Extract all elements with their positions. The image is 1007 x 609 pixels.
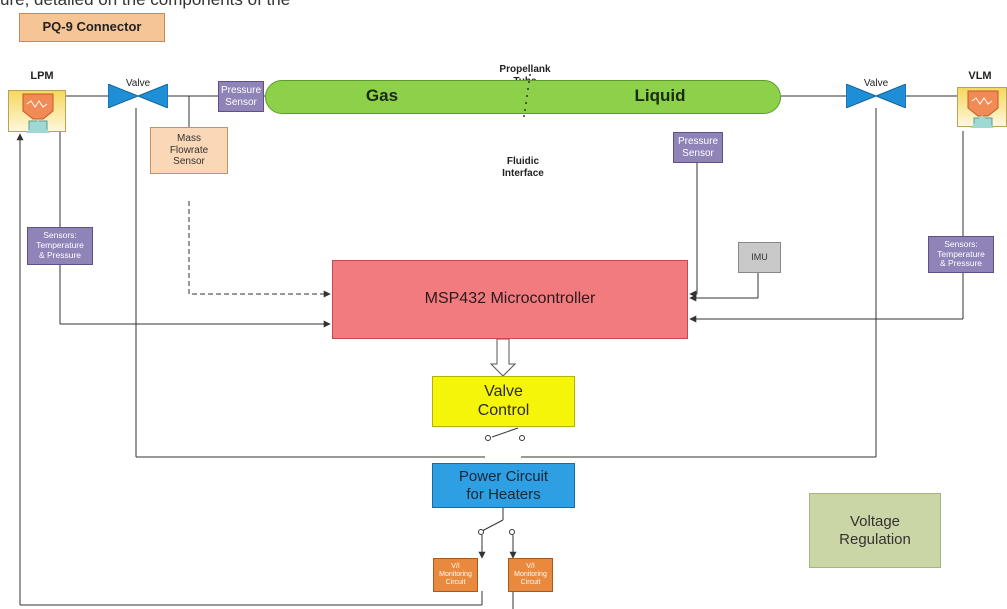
pressure-sensor-left-line1: Pressure <box>220 85 261 96</box>
lpm-title: LPM <box>30 70 54 82</box>
monitor-right-line1: V/I <box>526 562 535 570</box>
power-circuit-line2: for Heaters <box>466 485 541 503</box>
right-valve-icon <box>846 84 906 108</box>
vlm-title: VLM <box>968 70 992 82</box>
vlm-module <box>957 87 1007 128</box>
propellant-tube <box>265 80 781 114</box>
page-top-text: ure, detailed on the components of the <box>0 0 440 10</box>
voltage-regulation: Voltage Regulation <box>809 493 941 568</box>
monitor-left-line2: Monitoring <box>439 570 472 578</box>
vlm-nozzle <box>970 115 994 128</box>
mass-flowrate-sensor: Mass Flowrate Sensor <box>150 127 228 174</box>
sensors-left: Sensors: Temperature & Pressure <box>27 227 93 265</box>
sensors-left-line1: Sensors: <box>43 230 77 241</box>
tube-title-line1: Propellank <box>499 64 551 75</box>
lpm-module <box>8 90 66 132</box>
sensors-right: Sensors: Temperature & Pressure <box>928 236 994 273</box>
power-circuit-line1: Power Circuit <box>458 468 549 486</box>
left-valve-label: Valve <box>125 78 151 89</box>
sensors-left-line2: Temperature <box>36 240 84 251</box>
lpm-nozzle <box>26 120 50 133</box>
monitor-left-line3: Circuit <box>445 579 466 587</box>
imu-box: IMU <box>738 242 781 273</box>
voltage-regulation-line1: Voltage <box>849 513 901 531</box>
pressure-sensor-left: Pressure Sensor <box>218 81 264 112</box>
monitoring-circuit-right: V/I Monitoring Circuit <box>508 558 553 592</box>
monitor-left-line1: V/I <box>451 562 460 570</box>
pressure-sensor-right: Pressure Sensor <box>673 132 723 163</box>
mass-flowrate-line3: Sensor <box>173 156 205 168</box>
mass-flowrate-line1: Mass <box>177 133 201 145</box>
fluidic-interface-line2: Interface <box>502 167 544 179</box>
valve-control-line2: Control <box>477 401 530 419</box>
sensors-right-line1: Sensors: <box>944 238 978 249</box>
power-circuit-heaters: Power Circuit for Heaters <box>432 463 575 508</box>
right-valve-label: Valve <box>863 78 889 89</box>
valve-control-line1: Valve <box>484 383 523 401</box>
fluidic-interface-label: Fluidic Interface <box>488 156 558 179</box>
sensors-right-line3: & Pressure <box>939 258 983 269</box>
valve-control: Valve Control <box>432 376 575 427</box>
fluidic-interface-line1: Fluidic <box>506 156 540 167</box>
tube-interface-dots <box>523 74 531 117</box>
msp432-microcontroller: MSP432 Microcontroller <box>332 260 688 339</box>
pressure-sensor-right-line2: Sensor <box>682 147 714 159</box>
sensors-right-line2: Temperature <box>937 248 985 259</box>
left-valve-icon <box>108 84 168 108</box>
voltage-regulation-line2: Regulation <box>839 530 911 548</box>
pressure-sensor-right-line1: Pressure <box>677 136 718 147</box>
monitor-right-line3: Circuit <box>520 579 541 587</box>
pq9-connector-box: PQ-9 Connector <box>19 13 165 42</box>
liquid-label: Liquid <box>634 86 686 105</box>
sensors-left-line3: & Pressure <box>38 249 82 260</box>
pressure-sensor-left-line2: Sensor <box>225 96 257 108</box>
gas-label: Gas <box>365 86 399 105</box>
monitor-right-line2: Monitoring <box>514 570 547 578</box>
mass-flowrate-line2: Flowrate <box>169 144 209 156</box>
monitoring-circuit-left: V/I Monitoring Circuit <box>433 558 478 592</box>
